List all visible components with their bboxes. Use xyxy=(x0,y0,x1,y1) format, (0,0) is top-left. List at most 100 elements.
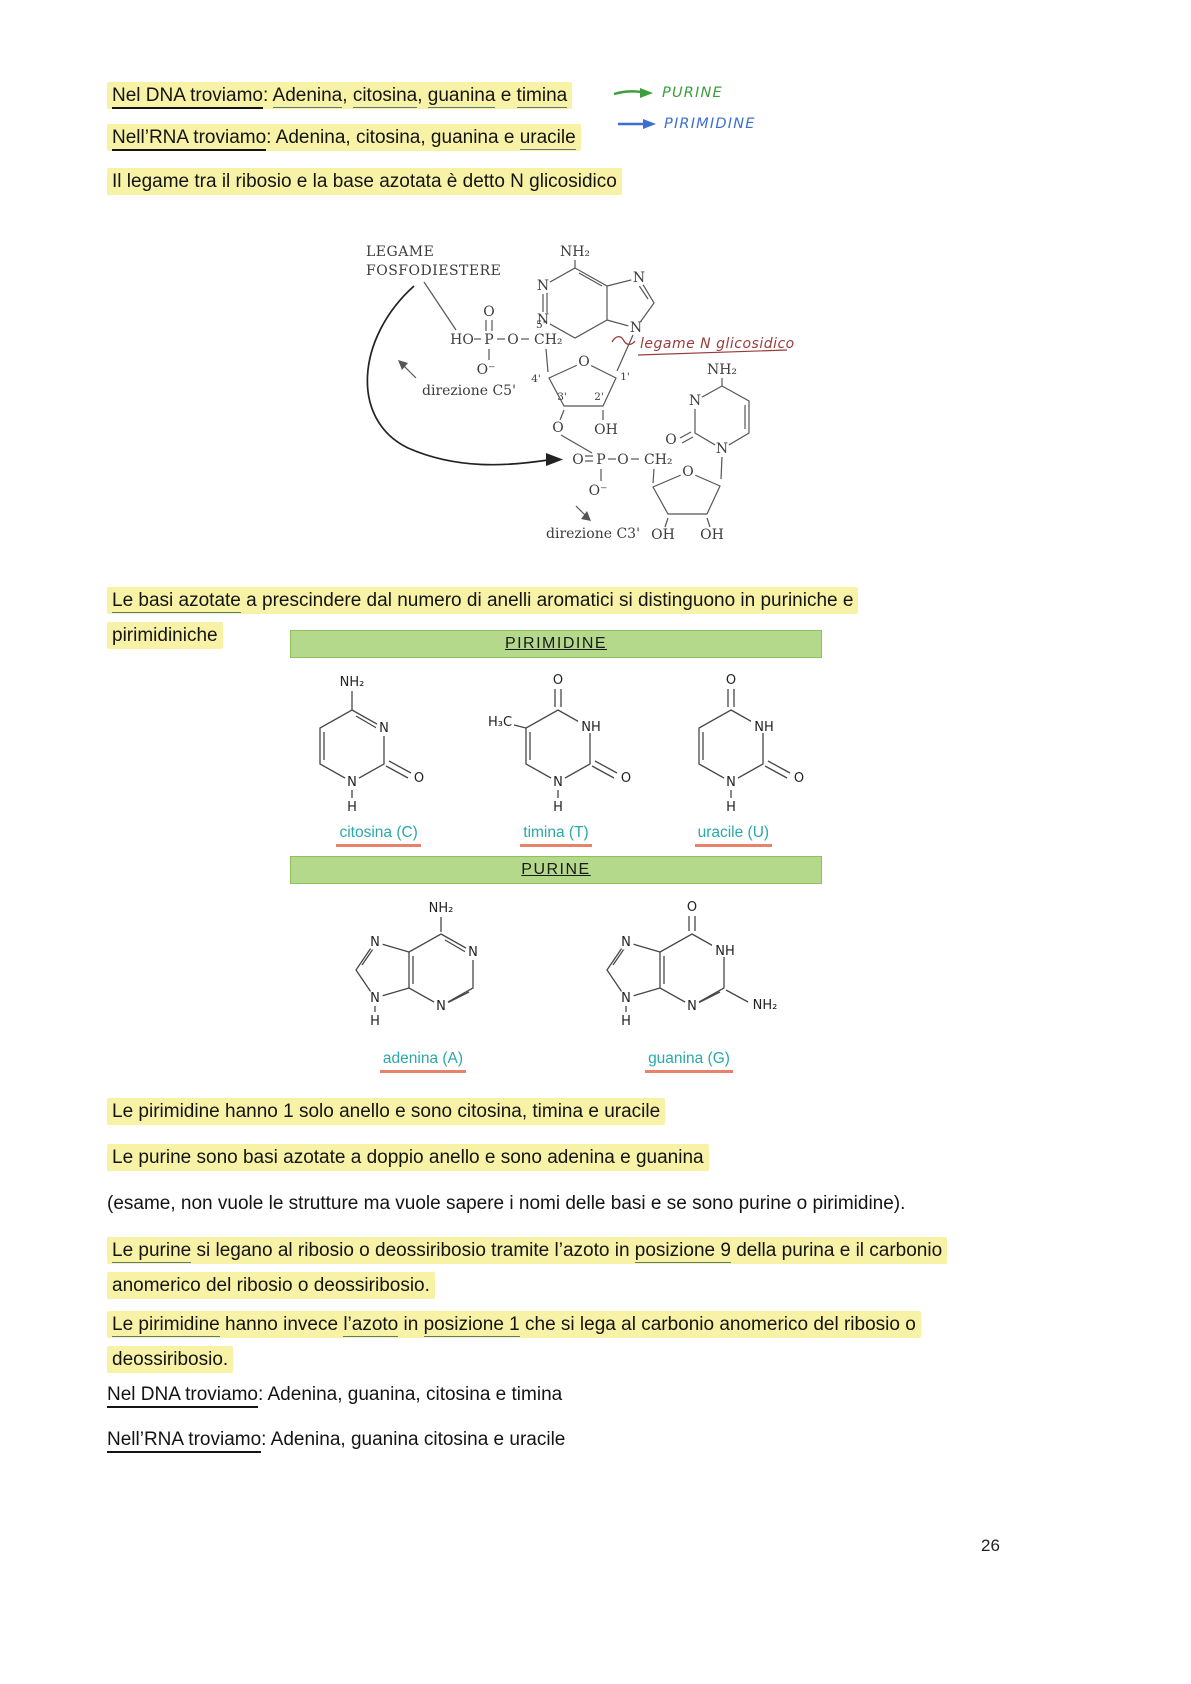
thymine-caption: timina (T) xyxy=(520,824,592,847)
highlighted-text: Il legame tra il ribosio e la base azota… xyxy=(107,168,622,195)
h-label: H xyxy=(621,1014,631,1029)
dna-bases-line: Nel DNA troviamo: Adenina, citosina, gua… xyxy=(107,82,573,109)
highlighted-text: Le pirimidine hanno 1 solo anello e sono… xyxy=(107,1098,666,1125)
text-segment: , xyxy=(417,85,428,106)
p-label: P xyxy=(484,332,493,348)
diagram-title-line2: FOSFODIESTERE xyxy=(366,263,501,279)
adenine-caption: adenina (A) xyxy=(379,1050,467,1073)
o-label: O xyxy=(794,771,804,786)
text-segment: hanno invece xyxy=(219,1314,344,1335)
uracil-cell: O NH O N H uracile (U) xyxy=(645,658,822,856)
direction-c5-group: direzione C5' xyxy=(398,360,516,399)
two-prime-label: 2' xyxy=(594,391,604,403)
pyrimidines-row: NH₂ N O N H citosina (C) O xyxy=(290,658,822,856)
purine-annotation: PURINE xyxy=(612,85,723,101)
thymine-structure: O H₃C NH O N H xyxy=(488,673,631,815)
o-label: O xyxy=(414,771,424,786)
nh2-label: NH₂ xyxy=(560,244,590,260)
phosphate-1-group: O HO P O CH₂ 5' O⁻ xyxy=(450,304,562,378)
nh2-label: NH₂ xyxy=(753,998,778,1013)
purines-header: PURINE xyxy=(290,856,822,884)
pyrimidine-annotation: PIRIMIDINE xyxy=(616,116,756,132)
text-segment: : Adenina, guanina, citosina e timina xyxy=(258,1384,563,1405)
o-label: O xyxy=(665,432,676,448)
o-label: O xyxy=(621,771,631,786)
text-segment: l’azoto xyxy=(343,1314,399,1337)
text-segment: che si lega al carbonio anomerico del ri… xyxy=(519,1314,916,1335)
direction-c3-label: direzione C3' xyxy=(546,526,640,542)
nh-label: NH xyxy=(755,720,775,735)
pyrimidines-summary-line: Le pirimidine hanno 1 solo anello e sono… xyxy=(107,1098,666,1125)
n-label: N xyxy=(716,441,728,457)
nh-label: NH xyxy=(581,720,601,735)
highlighted-text: Nell’RNA troviamo: Adenina, citosina, gu… xyxy=(107,124,581,151)
n-label: N xyxy=(621,991,631,1006)
adenine-structure: NH₂ N N N N H xyxy=(355,901,481,1029)
text-segment: Adenina xyxy=(272,85,343,108)
text-segment: Le purine sono basi azotate a doppio ane… xyxy=(112,1147,704,1168)
oh-label: OH xyxy=(594,422,618,438)
h-label: H xyxy=(553,800,563,815)
text-segment: Le pirimidine xyxy=(112,1314,220,1337)
o-label: O xyxy=(687,900,697,915)
n-label: N xyxy=(468,945,478,960)
o-label: O xyxy=(572,452,583,468)
guanine-caption: guanina (G) xyxy=(645,1050,733,1073)
text-segment: : Adenina, citosina, guanina e xyxy=(266,127,520,148)
text-segment: Le purine xyxy=(112,1240,192,1263)
n-label: N xyxy=(537,278,549,294)
direction-c3-group: direzione C3' xyxy=(546,505,640,542)
cytosine-structure: NH₂ N O N H xyxy=(319,675,424,815)
guanine-cell: O NH NH₂ N N N H guanina (G) xyxy=(556,884,822,1074)
phosphate-2-group: O P O CH₂ O⁻ xyxy=(560,434,673,499)
diagram-title-line1: LEGAME xyxy=(366,244,434,260)
text-segment: timina xyxy=(516,85,568,108)
n-label: N xyxy=(553,775,563,790)
n-label: N xyxy=(630,320,642,336)
plain-text: Nell’RNA troviamo: Adenina, guanina cito… xyxy=(107,1429,565,1453)
purines-summary-line: Le purine sono basi azotate a doppio ane… xyxy=(107,1144,709,1171)
green-arrow-icon xyxy=(613,88,653,98)
o-minus-label: O⁻ xyxy=(589,483,608,499)
glycosidic-handwritten-label: legame N glicosidico xyxy=(640,336,795,352)
o-label: O xyxy=(617,452,628,468)
n-label: N xyxy=(370,991,380,1006)
text-segment: pirimidiniche xyxy=(112,625,218,646)
ch2-label: CH₂ xyxy=(534,332,563,348)
direction-c5-label: direzione C5' xyxy=(422,383,516,399)
nh-label: NH xyxy=(715,944,735,959)
phosphodiester-curved-arrow xyxy=(366,285,549,466)
text-segment: , xyxy=(342,85,353,106)
pyrimidines-binding-paragraph: Le pirimidine hanno invece l’azoto in po… xyxy=(107,1307,1047,1377)
nh2-label: NH₂ xyxy=(707,362,737,378)
text-segment: e xyxy=(495,85,517,106)
n-label: N xyxy=(633,270,645,286)
purines-row: NH₂ N N N N H adenina (A) xyxy=(290,884,822,1074)
arrowhead xyxy=(546,453,563,466)
blue-arrow-icon xyxy=(618,119,656,129)
text-segment: posizione 1 xyxy=(423,1314,520,1337)
p-label: P xyxy=(596,452,605,468)
n-label: N xyxy=(436,999,446,1014)
n-label: N xyxy=(689,393,701,409)
uracil-caption: uracile (U) xyxy=(694,824,773,847)
o-label: O xyxy=(726,673,736,688)
o-minus-label: O⁻ xyxy=(477,362,496,378)
glycosidic-annotation: legame N glicosidico xyxy=(611,335,795,356)
uracil-structure: O NH O N H xyxy=(698,673,804,815)
highlighted-text: Le purine sono basi azotate a doppio ane… xyxy=(107,1144,709,1171)
ribose-1-group: O 4' 1' 3' 2' O OH xyxy=(531,348,630,438)
ribose-2-group: O OH OH xyxy=(651,464,724,543)
guanine-structure: O NH NH₂ N N N H xyxy=(606,900,778,1029)
h3c-label: H₃C xyxy=(488,715,512,730)
text-segment: citosina xyxy=(352,85,418,108)
glycosidic-bond-line: Il legame tra il ribosio e la base azota… xyxy=(107,168,622,195)
cytosine-group: NH₂ N N O xyxy=(665,362,750,480)
highlighted-text: Le purine si legano al ribosio o deossir… xyxy=(107,1237,948,1299)
pyrimidines-header: PIRIMIDINE xyxy=(290,630,822,658)
three-prime-label: 3' xyxy=(557,391,567,403)
note-text: (esame, non vuole le strutture ma vuole … xyxy=(107,1193,906,1214)
text-segment: si legano al ribosio o deossiribosio tra… xyxy=(191,1240,635,1261)
cytosine-cell: NH₂ N O N H citosina (C) xyxy=(290,658,467,856)
